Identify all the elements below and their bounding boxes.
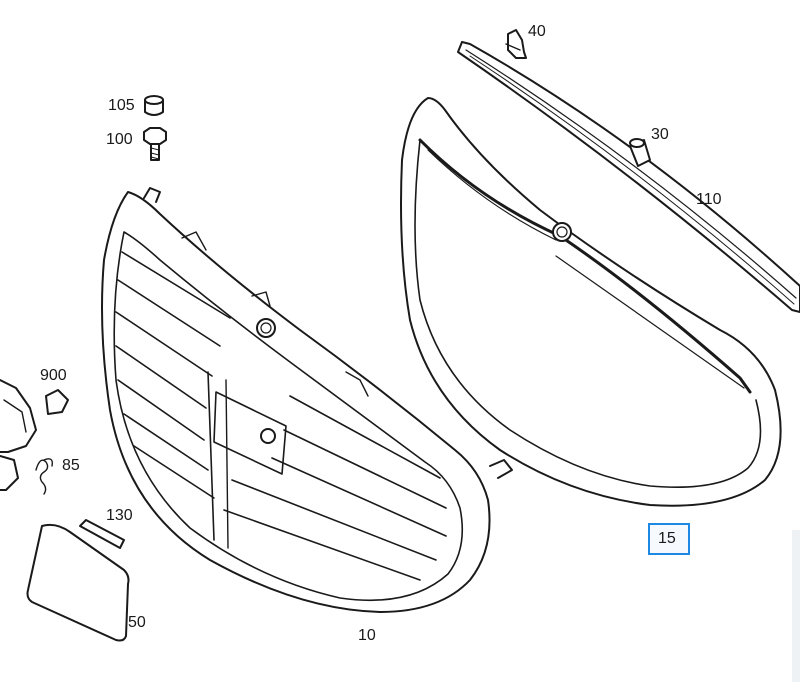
part-highlight-box[interactable]: 15 xyxy=(648,523,690,555)
cover-plate-50 xyxy=(26,523,130,642)
part-label-110: 110 xyxy=(696,191,722,208)
trim-strip-110 xyxy=(457,41,800,313)
part-label-30: 30 xyxy=(651,126,669,143)
part-label-130: 130 xyxy=(106,507,133,524)
part-label-900: 900 xyxy=(40,367,67,384)
sensor-bracket-900 xyxy=(0,379,69,491)
part-label-100: 100 xyxy=(106,131,133,148)
plug-30 xyxy=(629,138,651,167)
part-label-10: 10 xyxy=(358,627,376,644)
strip-130 xyxy=(79,519,125,549)
grille-surround-15 xyxy=(400,97,782,507)
cap-105 xyxy=(144,95,164,116)
scroll-edge xyxy=(792,530,800,682)
part-label-40: 40 xyxy=(528,23,546,40)
bolt-100 xyxy=(143,127,167,161)
part-label-85: 85 xyxy=(62,457,80,474)
spring-85 xyxy=(35,458,54,495)
part-label-15[interactable]: 15 xyxy=(658,530,676,547)
clip-40 xyxy=(505,29,527,59)
part-label-105: 105 xyxy=(108,97,135,114)
part-label-50: 50 xyxy=(128,614,146,631)
grille-assembly-10 xyxy=(101,187,513,613)
